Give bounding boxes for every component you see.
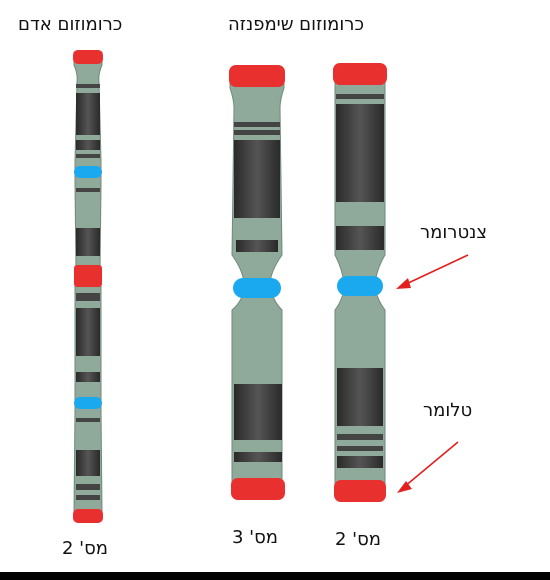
human-fusion-telomere bbox=[74, 265, 102, 287]
caption-chimp-3: מס' 3 bbox=[232, 527, 279, 548]
chimp2-band bbox=[336, 94, 384, 99]
chimp-chromosome-3 bbox=[229, 65, 285, 500]
chimp2-centromere bbox=[337, 276, 383, 296]
chimp3-band bbox=[234, 384, 282, 440]
chimp3-band bbox=[234, 122, 280, 127]
human-band bbox=[76, 140, 100, 150]
human-band bbox=[76, 308, 100, 356]
chimp2-band bbox=[337, 446, 383, 451]
human-band bbox=[76, 450, 100, 476]
title-human-chromosome: כרומוזום אדם bbox=[18, 14, 123, 35]
human-band bbox=[76, 228, 100, 256]
telomere-arrow bbox=[397, 441, 459, 493]
chimp2-band bbox=[337, 368, 383, 426]
title-chimp-chromosome: כרומוזום שימפנזה bbox=[228, 14, 364, 35]
human-band bbox=[76, 84, 100, 88]
human-band bbox=[76, 188, 100, 192]
chimp2-telomere-bottom bbox=[334, 480, 386, 502]
chimp3-centromere bbox=[233, 278, 281, 298]
chimp3-telomere-top bbox=[229, 65, 285, 87]
human-band bbox=[76, 418, 100, 422]
human-band bbox=[76, 154, 100, 158]
centromere-arrow bbox=[396, 254, 469, 289]
chimp3-band bbox=[234, 452, 282, 462]
chimp3-band bbox=[234, 140, 280, 218]
centromere-label: צנטרומר bbox=[420, 222, 488, 243]
chimp3-telomere-bottom bbox=[231, 478, 285, 500]
telomere-label: טלומר bbox=[423, 400, 473, 421]
chimp3-band bbox=[236, 240, 278, 252]
chimp2-band bbox=[336, 226, 384, 250]
chimp-chromosome-2 bbox=[333, 63, 387, 502]
chimp2-band bbox=[337, 456, 383, 468]
human-centromere-2 bbox=[74, 397, 102, 409]
caption-human-2: מס' 2 bbox=[62, 538, 109, 559]
chimp3-band bbox=[234, 130, 280, 135]
human-chromosome-2 bbox=[73, 50, 103, 523]
bottom-border bbox=[0, 572, 550, 580]
human-band bbox=[76, 372, 100, 382]
human-telomere-top bbox=[73, 50, 103, 64]
human-telomere-bottom bbox=[73, 509, 103, 523]
chimp2-band bbox=[337, 434, 383, 440]
human-band bbox=[76, 484, 100, 490]
chimp2-band bbox=[336, 104, 384, 202]
human-band bbox=[76, 495, 100, 500]
chimp2-telomere-top bbox=[333, 63, 387, 85]
caption-chimp-2: מס' 2 bbox=[335, 529, 382, 550]
human-band bbox=[76, 293, 100, 301]
human-band bbox=[76, 93, 100, 135]
human-centromere-1 bbox=[74, 166, 102, 178]
